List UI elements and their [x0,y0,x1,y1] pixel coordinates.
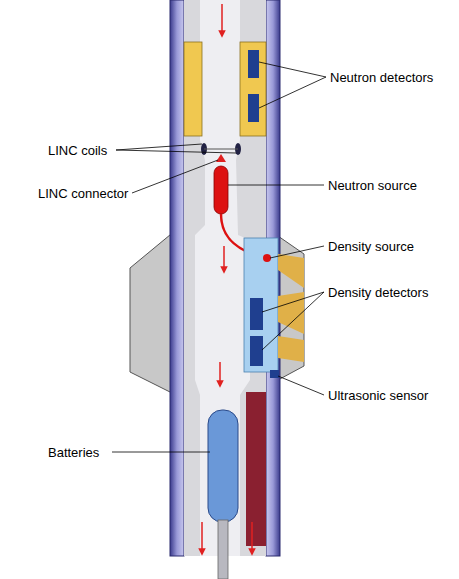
flow-arrow [251,522,253,552]
leader-line [116,150,236,153]
density-detector [250,298,263,330]
collar-wall [170,0,184,556]
detector-housing [240,42,266,136]
flow-arrow [201,522,203,552]
lower-rod [218,520,228,579]
leader-line [132,160,218,193]
leader-line [270,246,324,258]
leader-line [228,185,324,186]
ultrasonic-sensor [270,370,279,378]
part-label: Density detectors [328,285,428,300]
leader-line [262,292,324,350]
density-section [244,238,278,372]
neutron-source [214,166,228,214]
electronics-section [246,392,266,546]
part-label: Neutron source [328,178,417,193]
window-pad [278,336,304,362]
neutron-detector [248,94,259,122]
leader-line [112,452,210,453]
density-detector [250,336,263,366]
window-pad [278,292,304,334]
leader-line [259,77,326,108]
sleeve-block [184,42,202,136]
part-label: Batteries [48,445,99,460]
connector-tip [216,154,226,162]
flow-arrow [219,362,221,384]
flow-arrow [221,4,223,34]
neutron-detector [248,50,259,78]
leader-line [278,376,324,395]
leader-line [259,62,326,77]
density-source [263,254,271,262]
leader-line [116,144,202,150]
stabilizer-right [278,236,304,380]
part-label: LINC coils [48,143,107,158]
part-label: Neutron detectors [330,70,433,85]
linc-connector [204,149,238,150]
part-label: LINC connector [38,186,128,201]
leader-line [262,292,324,312]
part-label: Density source [328,239,414,254]
battery-pack [208,410,238,522]
flow-arrow [223,246,225,270]
window-pad [278,254,304,288]
part-label: Ultrasonic sensor [328,388,428,403]
